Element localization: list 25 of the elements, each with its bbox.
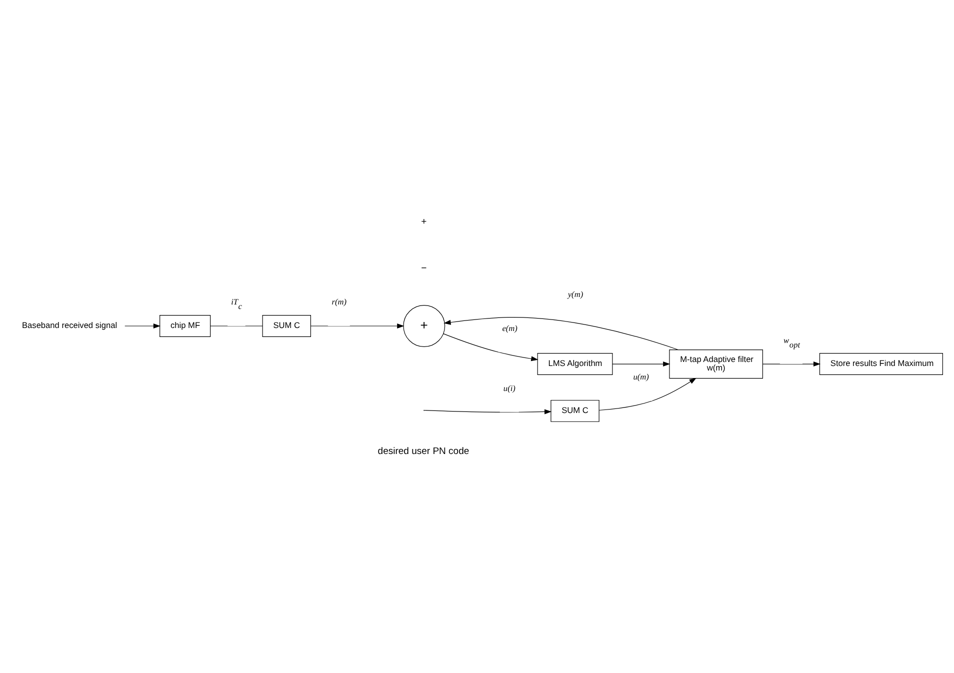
edge-label: e(m)	[502, 323, 518, 332]
edge-label: r(m)	[332, 297, 347, 306]
arrow	[443, 332, 538, 361]
node-circle: +	[403, 304, 446, 346]
connector	[210, 325, 263, 326]
arrow	[444, 316, 678, 350]
label: +	[421, 216, 427, 227]
arrow	[762, 361, 821, 366]
node-box: LMS Algorithm	[537, 352, 613, 375]
arrow	[424, 408, 552, 414]
label: −	[421, 262, 427, 274]
node-box: SUM C	[550, 399, 600, 422]
label: desired user PN code	[378, 446, 470, 457]
edge-label: u(i)	[503, 383, 516, 392]
node-box: chip MF	[160, 314, 211, 336]
arrow	[310, 323, 404, 328]
node-box: SUM C	[262, 314, 311, 336]
arrow	[612, 361, 670, 366]
node-box: M-tap Adaptive filter w(m)	[669, 348, 763, 378]
edge-label: u(m)	[633, 372, 649, 382]
node-box: Store results Find Maximum	[819, 352, 943, 375]
arrow	[124, 323, 161, 328]
node-text: Baseband received signal	[22, 320, 118, 330]
edge-label: y(m)	[568, 290, 584, 299]
arrow	[598, 377, 696, 410]
